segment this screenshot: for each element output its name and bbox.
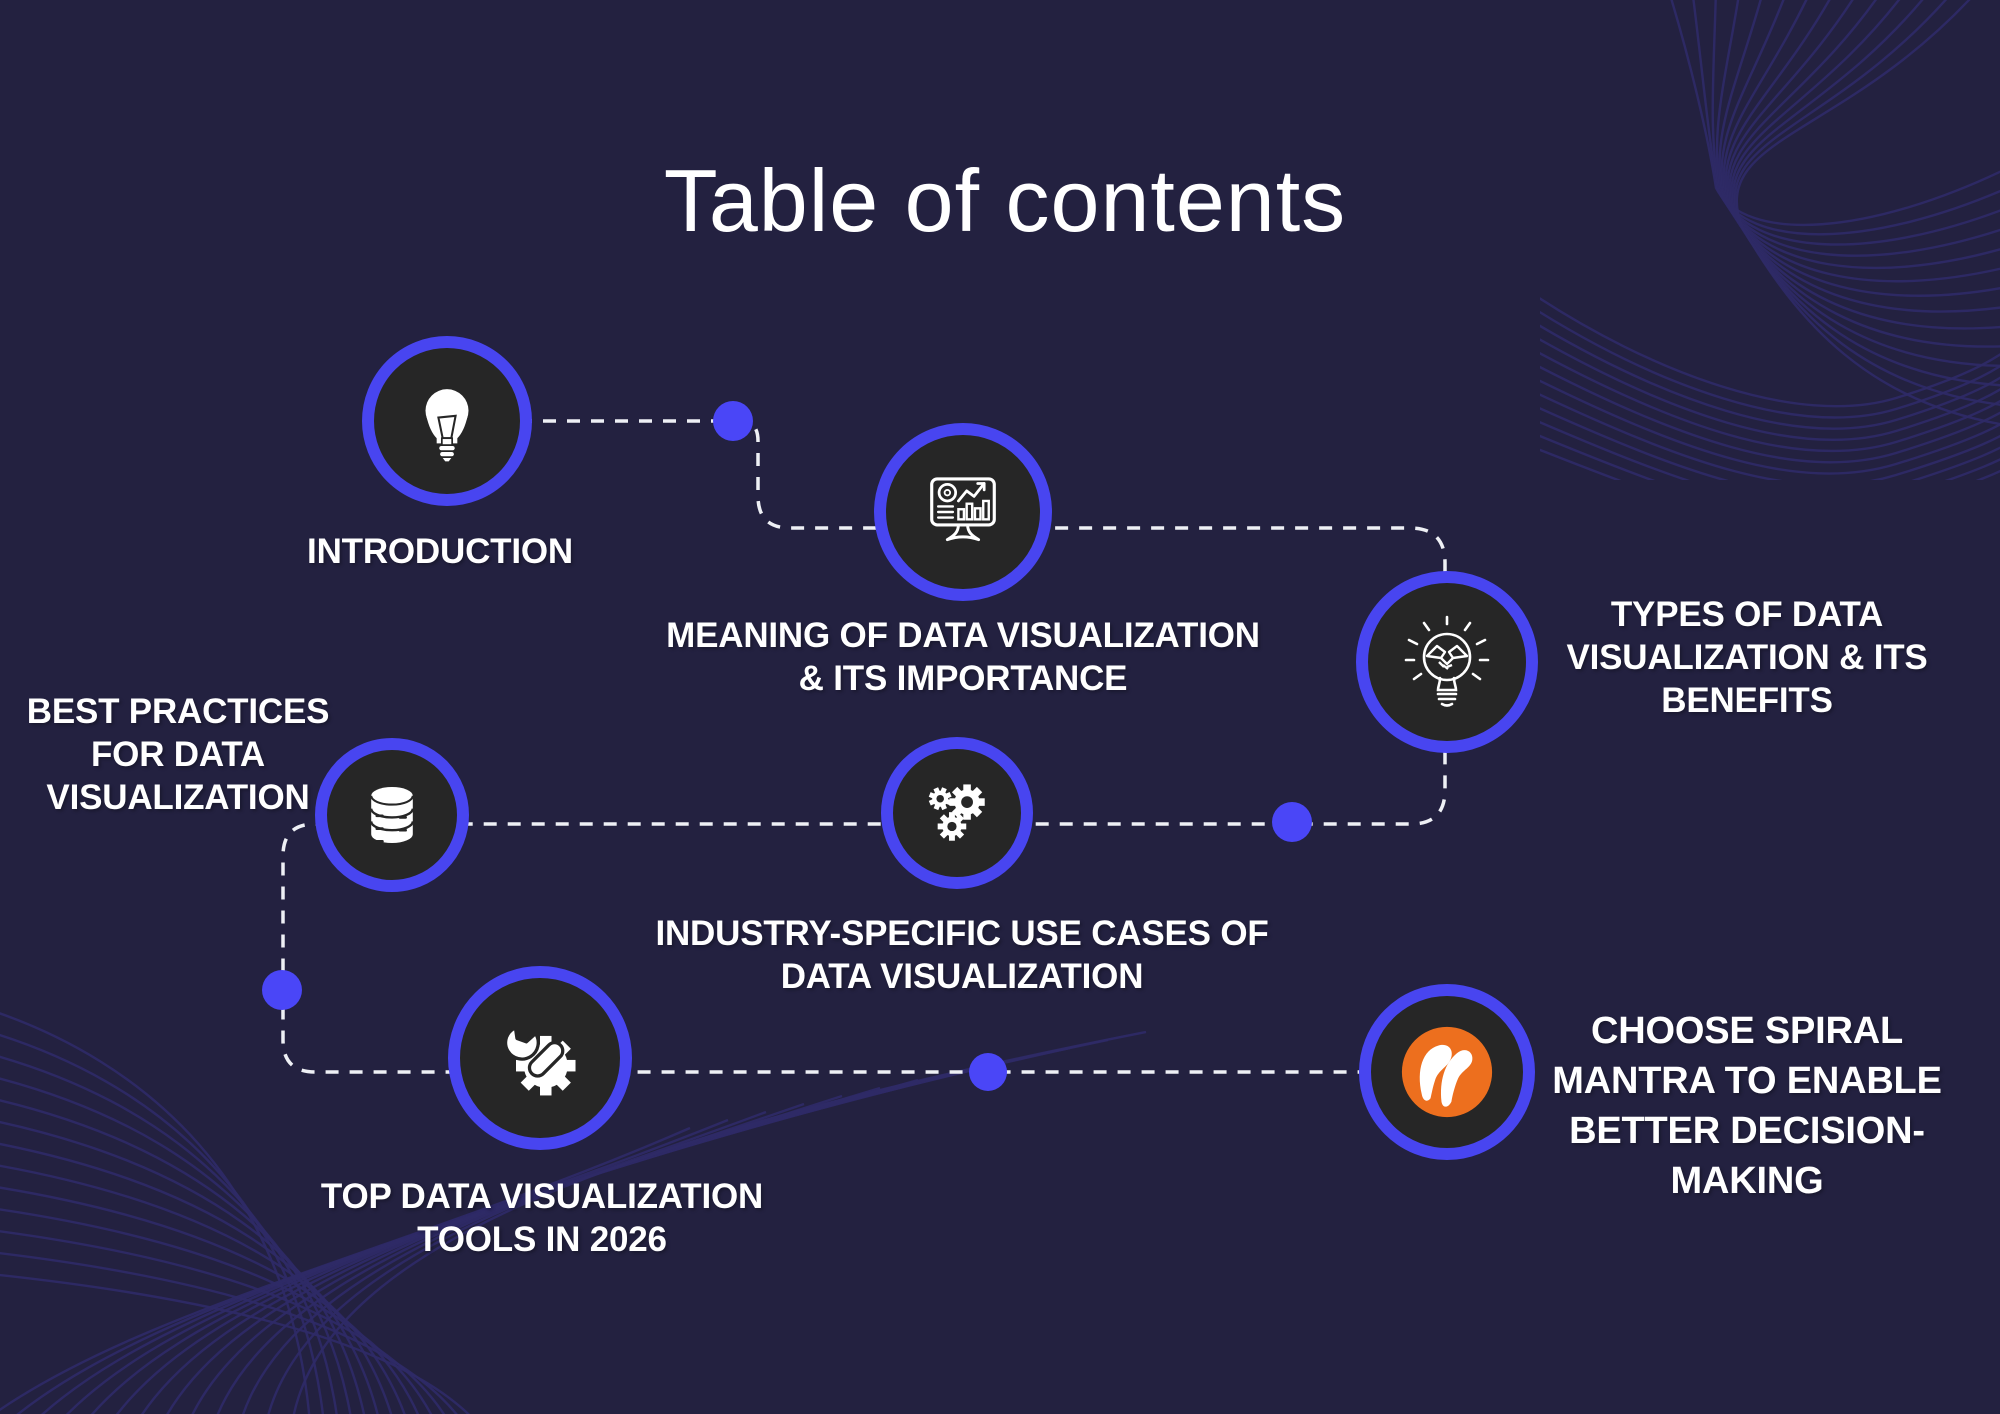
node-use-cases bbox=[881, 737, 1033, 889]
top-right-wave-decoration bbox=[1540, 0, 2000, 480]
label-spiral-mantra: CHOOSE SPIRAL MANTRA TO ENABLE BETTER DE… bbox=[1552, 1010, 1942, 1202]
page-title: Table of contents bbox=[663, 151, 1347, 250]
gears-icon bbox=[928, 784, 985, 841]
route-dot bbox=[262, 970, 302, 1010]
node-meaning bbox=[874, 423, 1052, 601]
route-dot bbox=[969, 1053, 1007, 1091]
wrench-gear-icon bbox=[503, 1027, 576, 1096]
label-meaning: MEANING OF DATA VISUALIZATION & ITS IMPO… bbox=[666, 616, 1260, 698]
idea-handshake-icon bbox=[1404, 615, 1490, 707]
node-types bbox=[1356, 571, 1538, 753]
route-dot bbox=[1272, 802, 1312, 842]
spiral-mantra-logo bbox=[1401, 1026, 1493, 1118]
label-use-cases: INDUSTRY-SPECIFIC USE CASES OF DATA VISU… bbox=[655, 914, 1269, 996]
node-introduction bbox=[362, 336, 532, 506]
lightbulb-icon bbox=[425, 389, 469, 462]
route-dot bbox=[713, 401, 753, 441]
database-icon bbox=[370, 787, 414, 843]
dashboard-monitor-icon bbox=[930, 477, 996, 542]
node-best-practices bbox=[315, 738, 469, 892]
label-types: TYPES OF DATA VISUALIZATION & ITS BENEFI… bbox=[1566, 595, 1928, 720]
label-introduction: INTRODUCTION bbox=[307, 532, 573, 571]
node-spiral-mantra bbox=[1359, 984, 1535, 1160]
label-best-practices: BEST PRACTICES FOR DATA VISUALIZATION bbox=[26, 692, 330, 817]
label-tools: TOP DATA VISUALIZATION TOOLS IN 2026 bbox=[320, 1177, 764, 1259]
node-tools bbox=[448, 966, 632, 1150]
